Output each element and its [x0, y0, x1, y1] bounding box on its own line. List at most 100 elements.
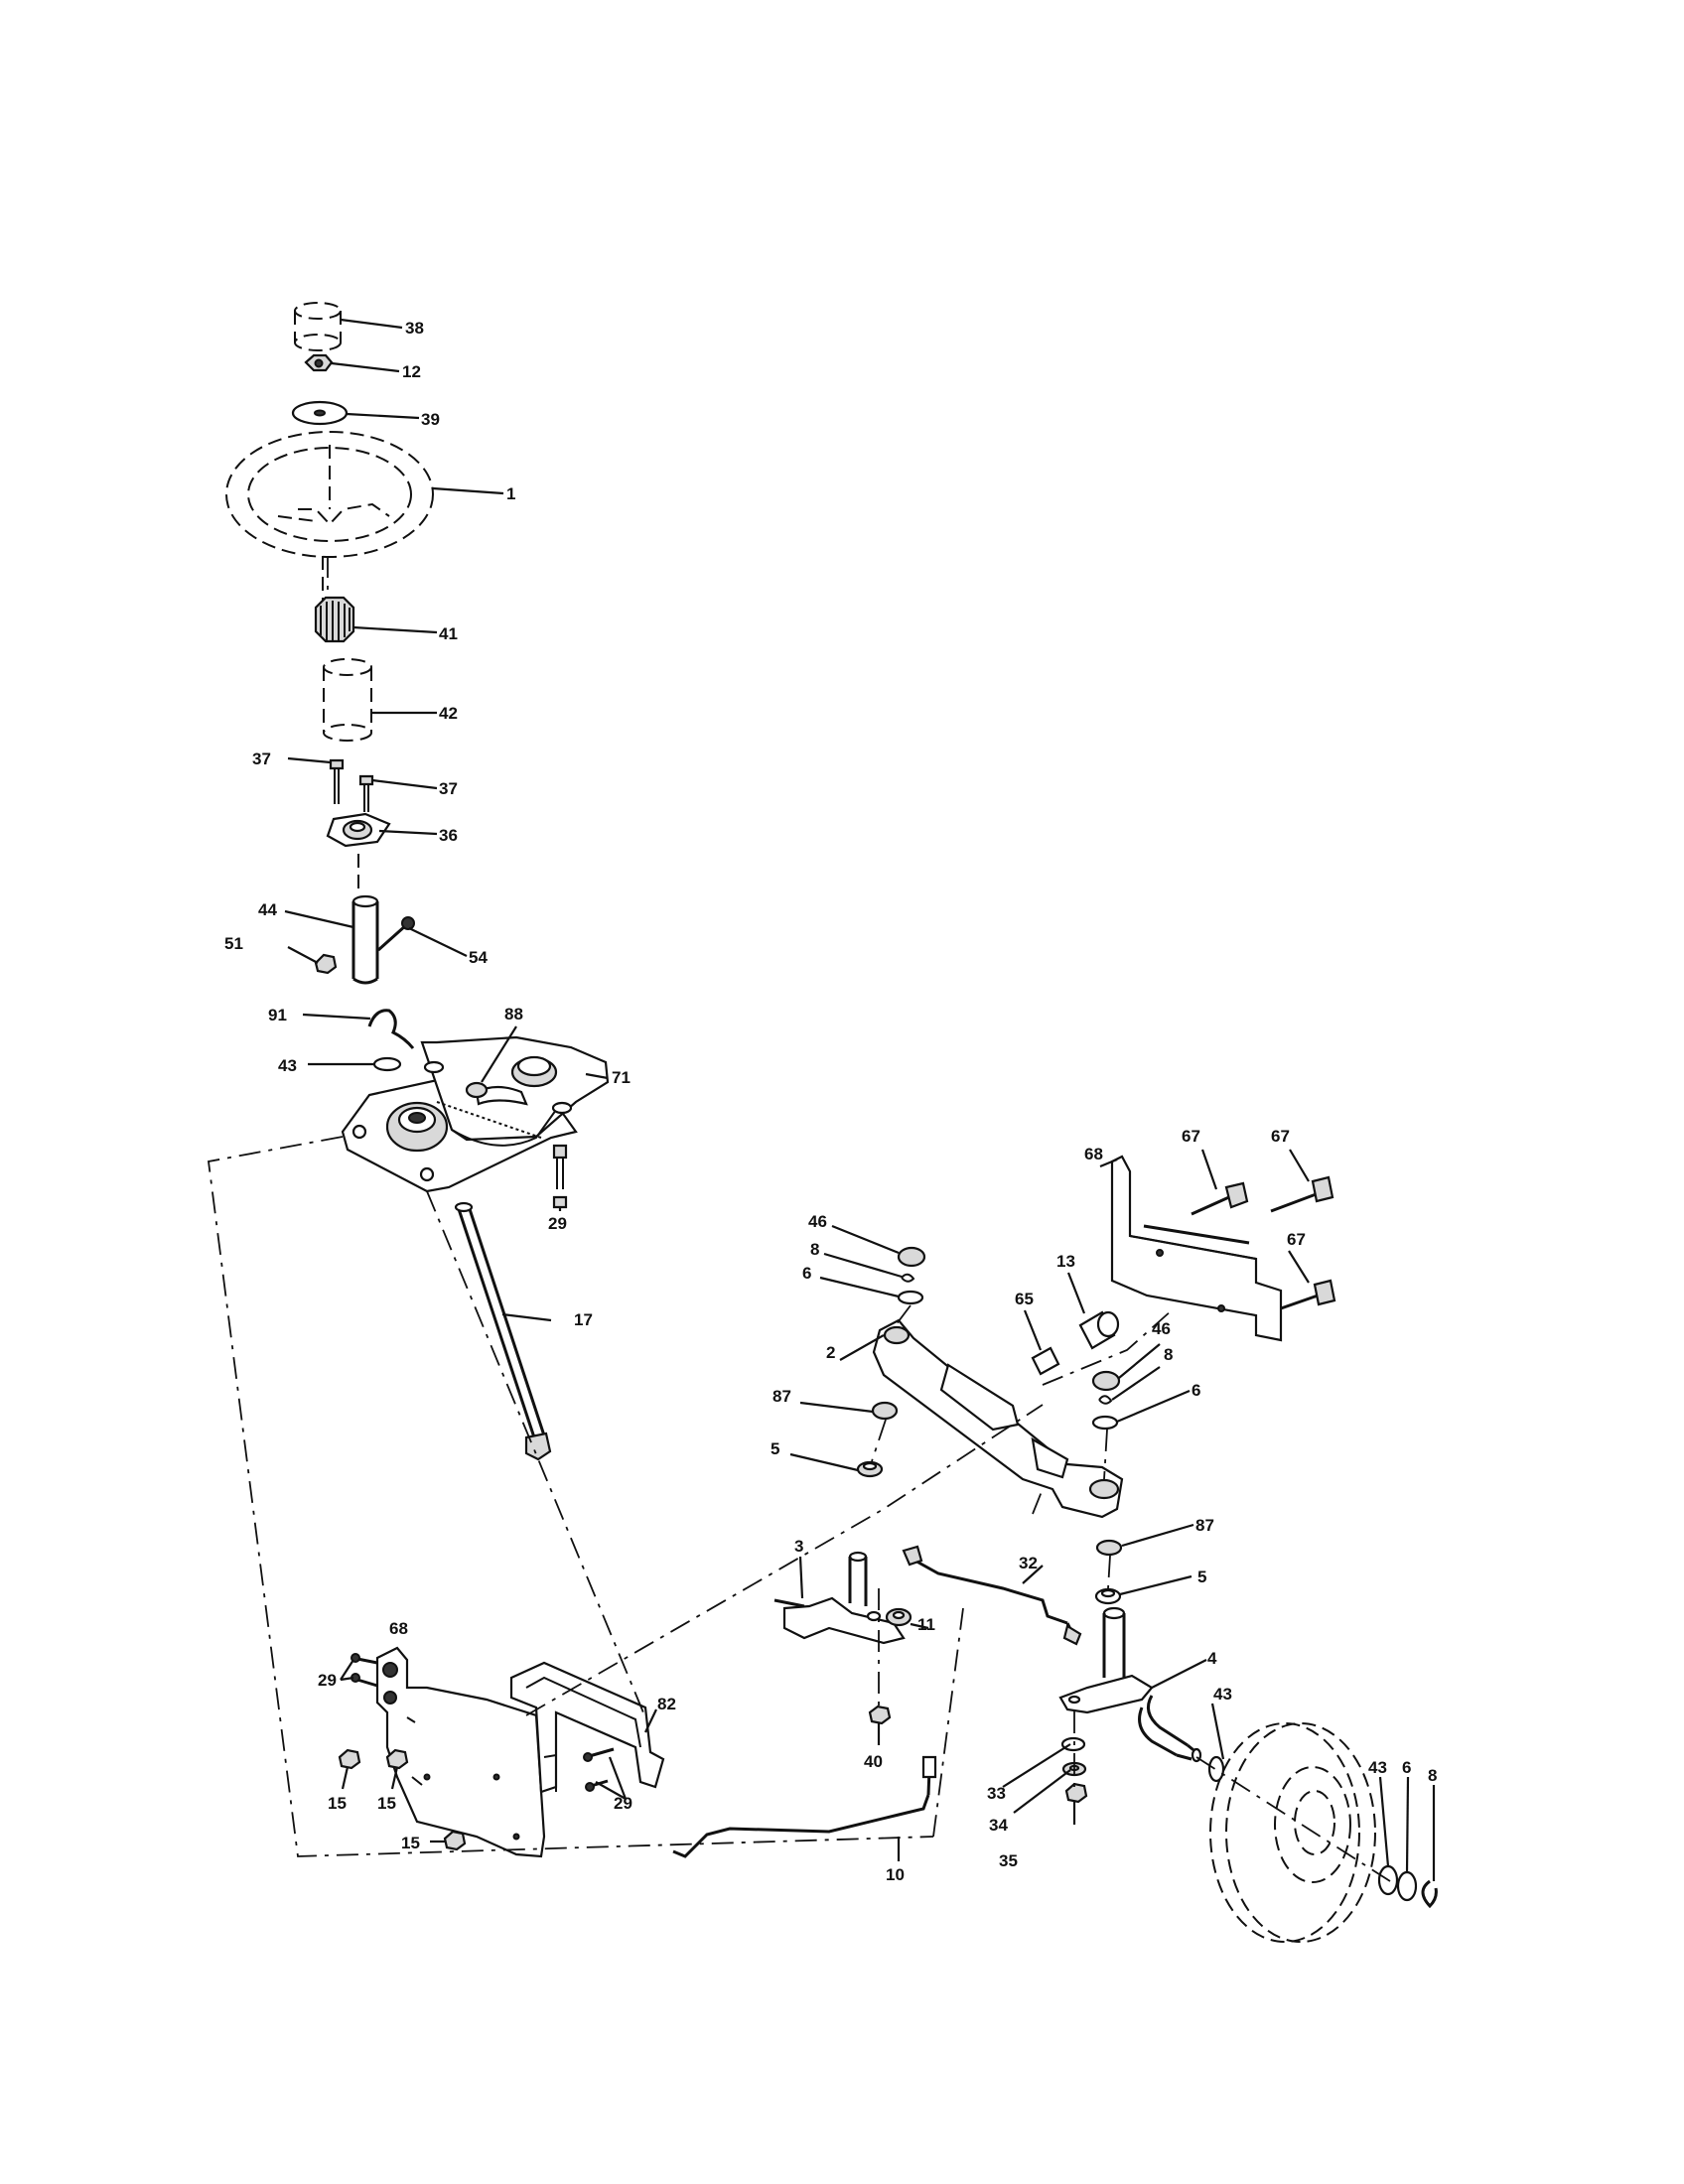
- part-37-bolt-right: [358, 774, 374, 812]
- front-wheel: [1209, 1722, 1376, 1943]
- callout-15-b: 15: [377, 1794, 396, 1813]
- part-5-bearing-right: [1094, 1587, 1122, 1605]
- callout-1: 1: [506, 484, 515, 503]
- callout-29-left: 29: [318, 1671, 337, 1690]
- part-71-sector-gear: [420, 1035, 610, 1142]
- callout-15-a: 15: [328, 1794, 347, 1813]
- part-36-flange-bushing: [326, 812, 391, 893]
- part-44-steering-shaft: [351, 894, 379, 985]
- part-46-cap-right: [1091, 1370, 1121, 1392]
- part-15-nut-c: [443, 1830, 467, 1851]
- callout-15-c: 15: [401, 1834, 420, 1852]
- part-82-steering-bracket: [509, 1661, 665, 1794]
- part-67-bolt-b: [1270, 1175, 1334, 1213]
- part-8-hairpin-left: [901, 1273, 915, 1283]
- part-67-bolt-a: [1191, 1181, 1249, 1216]
- part-39-washer: [291, 400, 349, 426]
- callout-32: 32: [1019, 1554, 1038, 1572]
- steering-gear-assembly: [341, 1035, 610, 1209]
- callout-8-left: 8: [810, 1240, 819, 1259]
- part-51-nut: [314, 953, 338, 975]
- part-37-bolt-left: [329, 758, 345, 804]
- callout-40: 40: [864, 1752, 883, 1771]
- callout-43-upper: 43: [278, 1056, 297, 1075]
- part-33-washer: [1060, 1736, 1086, 1752]
- callout-13: 13: [1056, 1252, 1075, 1271]
- part-88-spacer-slot: [475, 1085, 528, 1106]
- part-10-linkage-rod: [672, 1755, 937, 1858]
- callout-5-right: 5: [1197, 1568, 1206, 1586]
- pinion-gear: [385, 1101, 449, 1153]
- part-15-nut-b: [385, 1748, 409, 1770]
- callout-67-a: 67: [1182, 1127, 1200, 1146]
- callout-43-wheel-inner: 43: [1213, 1685, 1232, 1704]
- part-3-spindle-left: [773, 1551, 906, 1645]
- callout-35: 35: [999, 1851, 1018, 1870]
- callout-88: 88: [504, 1005, 523, 1024]
- callout-39: 39: [421, 410, 440, 429]
- part-11-nut: [885, 1607, 912, 1627]
- callout-6-right: 6: [1192, 1381, 1200, 1400]
- part-6-washer-wheel: [1396, 1870, 1418, 1902]
- callout-38: 38: [405, 319, 424, 338]
- callout-87-right: 87: [1195, 1516, 1214, 1535]
- part-40-nut: [868, 1705, 892, 1725]
- part-8-hairpin-right: [1098, 1395, 1113, 1405]
- callout-17: 17: [574, 1310, 593, 1329]
- callout-41: 41: [439, 624, 458, 643]
- callout-37-left: 37: [252, 750, 271, 768]
- callout-87-left: 87: [772, 1387, 791, 1406]
- callout-10: 10: [886, 1865, 905, 1884]
- part-38-cap: [294, 302, 342, 351]
- part-67-bolt-c: [1280, 1279, 1336, 1310]
- part-46-cap-left: [897, 1246, 926, 1268]
- part-65-pin: [1031, 1346, 1060, 1376]
- callout-46-right: 46: [1152, 1319, 1171, 1338]
- callout-51: 51: [224, 934, 243, 953]
- callout-29-right: 29: [614, 1794, 632, 1813]
- steering-bracket-assembly: [338, 1646, 665, 1858]
- part-32-drag-link: [902, 1545, 1082, 1646]
- part-43-washer-upper: [372, 1056, 402, 1072]
- callout-33: 33: [987, 1784, 1006, 1803]
- part-8-clip-wheel: [1421, 1879, 1438, 1909]
- callout-5-left: 5: [771, 1439, 779, 1458]
- callout-4: 4: [1207, 1649, 1217, 1668]
- callout-34: 34: [989, 1816, 1008, 1835]
- callout-12: 12: [402, 362, 421, 381]
- part-35-nut: [1064, 1782, 1088, 1804]
- front-axle-assembly: [856, 1155, 1336, 1605]
- part-43-washer-wheel-inner: [1207, 1755, 1225, 1783]
- callout-8-right: 8: [1164, 1345, 1173, 1364]
- callout-6-wheel: 6: [1402, 1758, 1411, 1777]
- callout-54: 54: [469, 948, 488, 967]
- part-13-bushing: [1078, 1310, 1120, 1350]
- part-87-washer-left: [871, 1401, 899, 1421]
- part-87-washer-right: [1095, 1539, 1123, 1557]
- callout-6-left: 6: [802, 1264, 811, 1283]
- callout-42: 42: [439, 704, 458, 723]
- callout-67-b: 67: [1271, 1127, 1290, 1146]
- part-6-washer-left: [897, 1290, 924, 1305]
- callout-43-wheel-outer: 43: [1368, 1758, 1387, 1777]
- callout-71: 71: [612, 1068, 631, 1087]
- callout-29-gear: 29: [548, 1214, 567, 1233]
- callout-68-left: 68: [389, 1619, 408, 1638]
- callout-67-c: 67: [1287, 1230, 1306, 1249]
- callout-44: 44: [258, 900, 277, 919]
- part-12-nut: [304, 353, 334, 372]
- callout-11: 11: [917, 1615, 935, 1634]
- callout-82: 82: [657, 1695, 676, 1713]
- part-29-bolts-left: [351, 1653, 378, 1688]
- part-5-bearing-left: [856, 1460, 884, 1478]
- part-68-bracket-left: [375, 1646, 546, 1858]
- callout-8-wheel: 8: [1428, 1766, 1437, 1785]
- callout-65: 65: [1015, 1290, 1034, 1308]
- callout-2: 2: [826, 1343, 835, 1362]
- callout-37-right: 37: [439, 779, 458, 798]
- callout-91: 91: [268, 1006, 287, 1024]
- part-41-splined-hub: [314, 596, 355, 643]
- part-6-washer-right: [1091, 1415, 1119, 1431]
- part-4-spindle-right: [1058, 1606, 1202, 1763]
